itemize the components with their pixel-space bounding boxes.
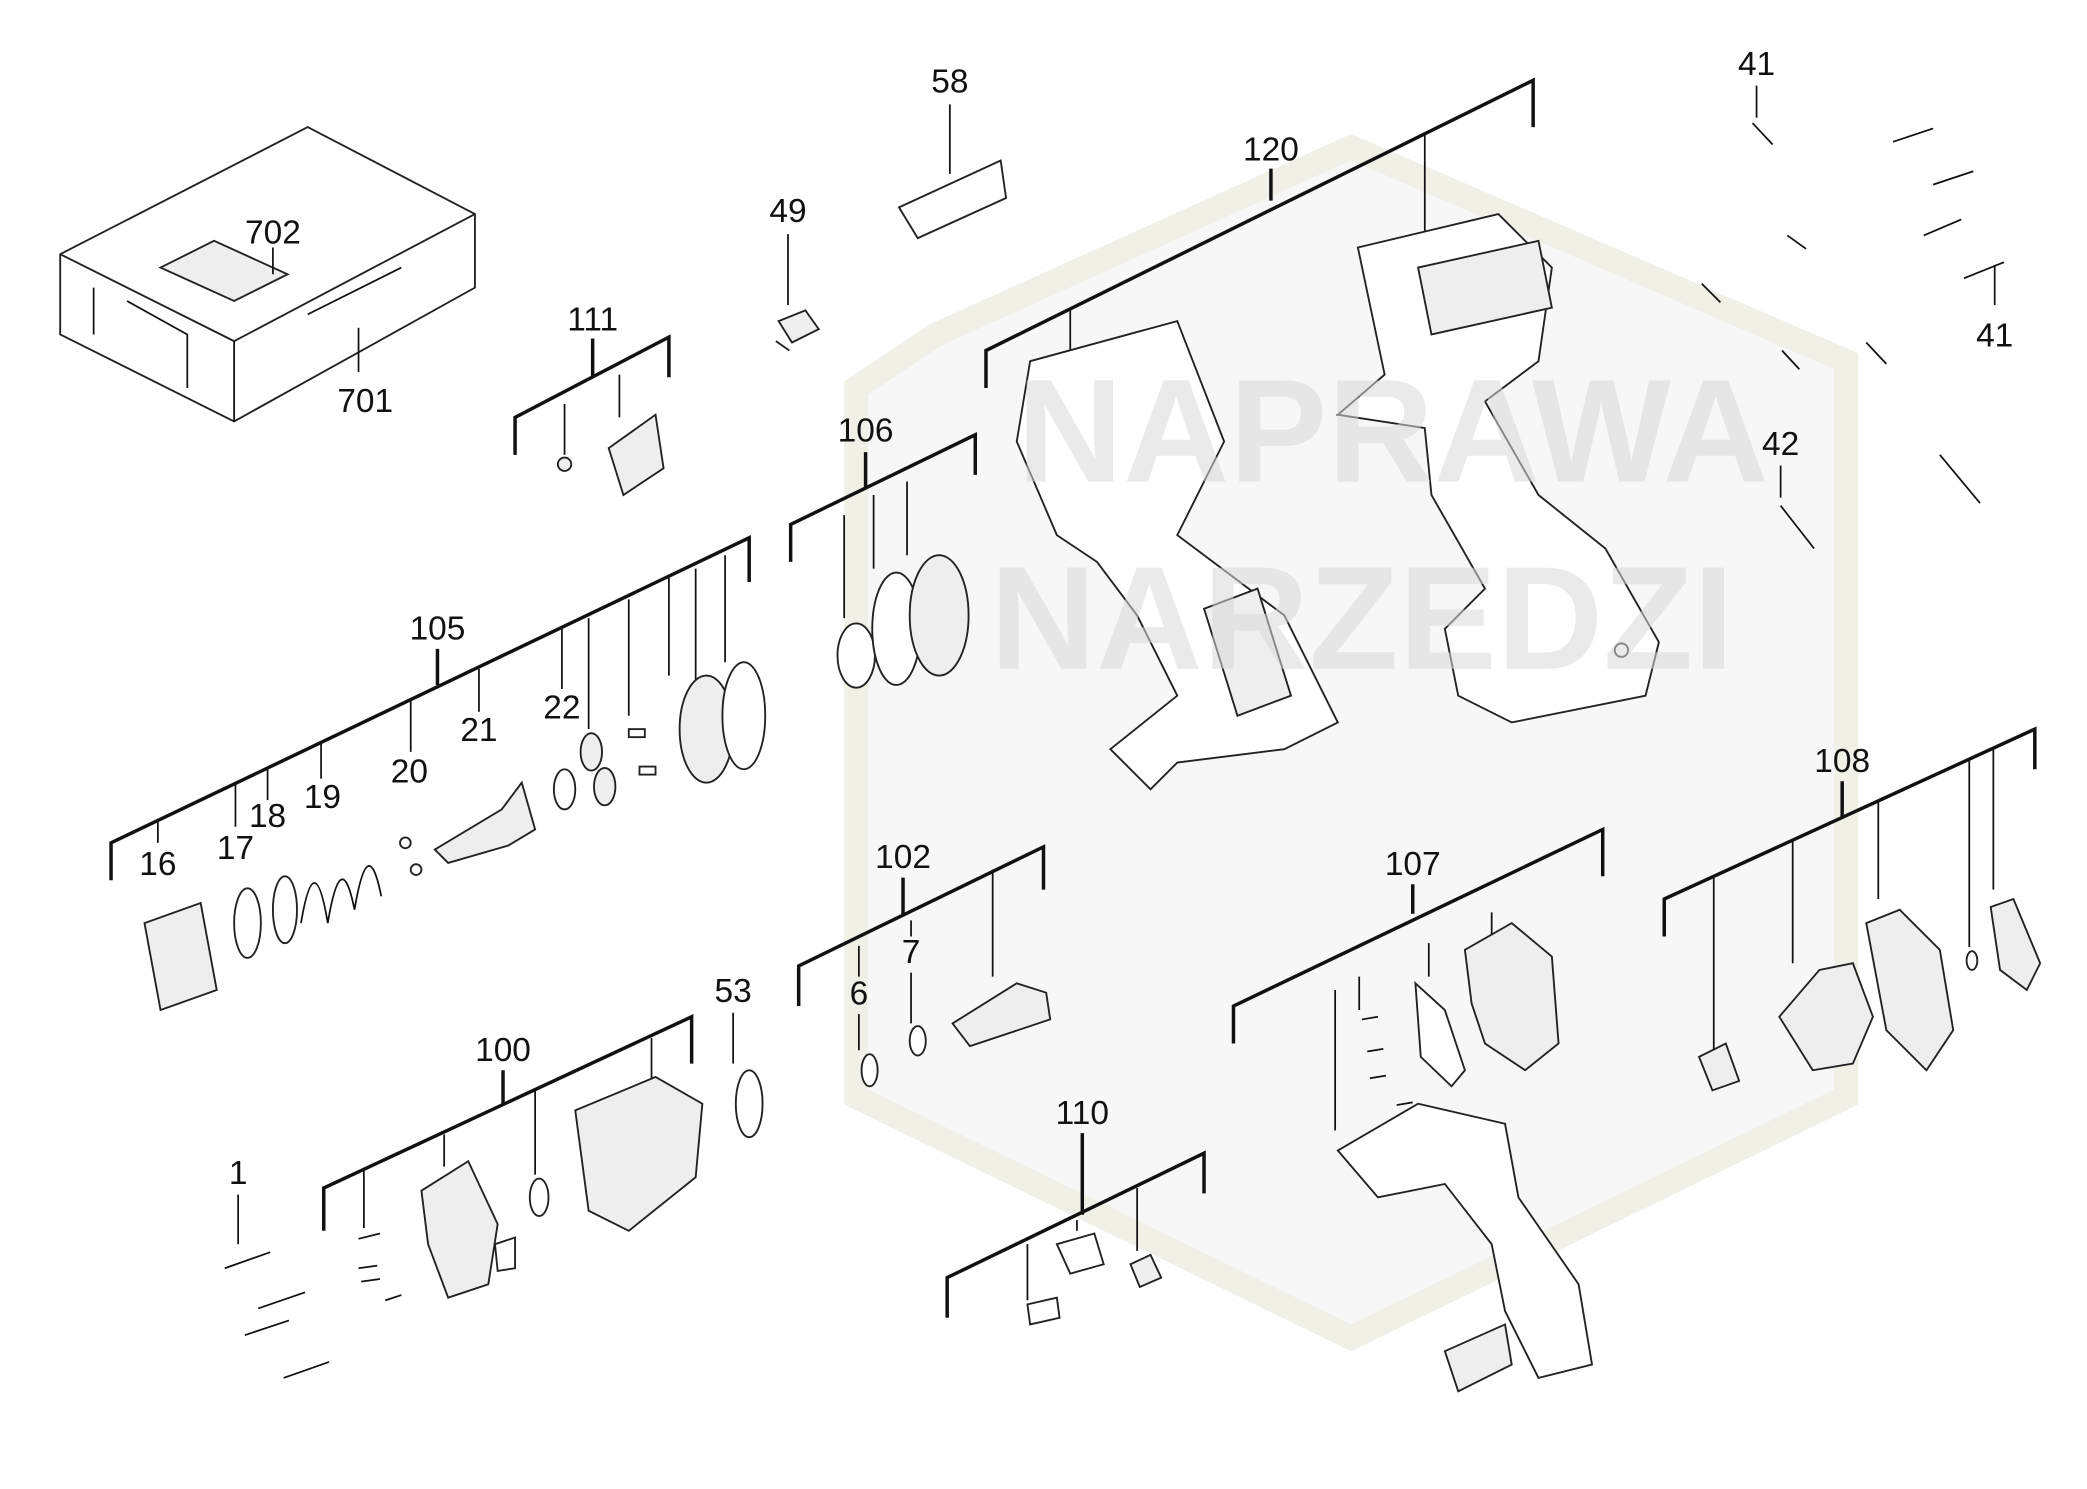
spring-19[interactable] — [300, 865, 383, 924]
label-110: 110 — [1056, 1095, 1109, 1132]
leaders-6-7 — [858, 972, 912, 1051]
switch-part-a[interactable] — [1026, 1296, 1061, 1326]
o-ring-7[interactable] — [908, 1025, 927, 1057]
washer-53[interactable] — [734, 1069, 764, 1139]
screws-1[interactable] — [224, 1251, 330, 1379]
leaders-107 — [1334, 912, 1493, 1131]
bracket-108 — [1662, 726, 2037, 937]
bearing-106[interactable] — [836, 622, 876, 689]
leaders-111 — [563, 374, 621, 455]
electronics-107[interactable] — [1463, 921, 1560, 1072]
ring-17[interactable] — [233, 887, 262, 959]
label-7: 7 — [902, 934, 921, 971]
o-ring-105[interactable] — [721, 661, 767, 771]
label-21: 21 — [460, 712, 497, 749]
label-19: 19 — [304, 779, 341, 816]
label-701: 701 — [337, 383, 393, 420]
label-100: 100 — [475, 1032, 531, 1069]
label-702: 702 — [245, 214, 301, 251]
anvil-21[interactable] — [433, 780, 537, 864]
gear-22c[interactable] — [593, 766, 617, 807]
label-42: 42 — [1762, 426, 1799, 463]
label-102: 102 — [875, 839, 931, 876]
o-ring-6[interactable] — [860, 1053, 879, 1088]
handle-module-107[interactable] — [1336, 1102, 1594, 1380]
leaders-100 — [363, 1038, 653, 1229]
screw-111[interactable] — [556, 456, 573, 472]
screw-42[interactable] — [1779, 505, 1815, 550]
ball-20a[interactable] — [399, 836, 412, 850]
leaders-102 — [858, 869, 994, 977]
bracket-100 — [322, 1014, 694, 1231]
disc-107[interactable] — [1414, 981, 1466, 1088]
case-part-701[interactable] — [59, 126, 476, 423]
o-ring-100[interactable] — [528, 1177, 550, 1218]
plate-part-111[interactable] — [607, 413, 665, 497]
leaders-110 — [1026, 1187, 1139, 1301]
pin-a[interactable] — [627, 728, 646, 739]
bracket-107 — [1231, 826, 1605, 1044]
bracket-102 — [796, 844, 1046, 1007]
screws-107[interactable] — [1361, 1015, 1413, 1106]
label-17: 17 — [217, 830, 254, 867]
gear-case-100[interactable] — [574, 1075, 704, 1232]
bracket-111 — [513, 334, 671, 455]
motor-108[interactable] — [1778, 962, 1874, 1072]
label-106: 106 — [838, 412, 894, 449]
label-1: 1 — [229, 1155, 248, 1192]
label-107: 107 — [1385, 846, 1441, 883]
label-108: 108 — [1814, 743, 1870, 780]
bit-holder[interactable] — [951, 982, 1052, 1048]
bracket-106 — [788, 432, 978, 562]
gear-22b[interactable] — [579, 732, 603, 772]
housing-left-half[interactable] — [1015, 319, 1340, 791]
label-49: 49 — [769, 193, 806, 230]
bracket-105 — [109, 535, 751, 881]
label-58: 58 — [931, 63, 968, 100]
label-120: 120 — [1243, 132, 1299, 169]
screws-100[interactable] — [358, 1232, 402, 1302]
switch-part-b[interactable] — [1055, 1232, 1105, 1275]
bracket-120 — [984, 77, 1535, 388]
gear-22a[interactable] — [552, 768, 577, 811]
label-18: 18 — [249, 798, 286, 835]
cover-106[interactable] — [908, 554, 970, 677]
label-111: 111 — [567, 301, 618, 338]
label-6: 6 — [850, 976, 869, 1013]
o-ring-108[interactable] — [1965, 950, 1979, 971]
switch-part-c[interactable] — [1129, 1253, 1163, 1289]
sleeve-108[interactable] — [1697, 1042, 1741, 1092]
part-49[interactable] — [775, 309, 821, 352]
fan-cover-108[interactable] — [1865, 908, 1955, 1072]
ball-20b[interactable] — [409, 863, 423, 876]
housing-right-half[interactable] — [1335, 213, 1660, 724]
sleeve-16[interactable] — [143, 901, 218, 1012]
stator-plate-108[interactable] — [1989, 897, 2042, 992]
label-53: 53 — [715, 973, 752, 1010]
label-41-right: 41 — [1976, 317, 2013, 354]
label-plate-part-58[interactable] — [897, 159, 1008, 240]
label-22: 22 — [543, 689, 580, 726]
label-105: 105 — [410, 610, 466, 647]
washer-18[interactable] — [271, 875, 298, 945]
bracket-110 — [945, 1133, 1206, 1318]
leaders-108 — [1712, 749, 1995, 1051]
label-20: 20 — [391, 754, 428, 791]
screws-41[interactable] — [1701, 122, 2005, 504]
label-41-top: 41 — [1738, 46, 1775, 83]
leaders-106 — [843, 481, 908, 619]
pin-b[interactable] — [638, 765, 657, 776]
front-cover-100[interactable] — [420, 1159, 499, 1299]
leaders-105 — [156, 555, 726, 843]
label-16: 16 — [139, 846, 176, 883]
